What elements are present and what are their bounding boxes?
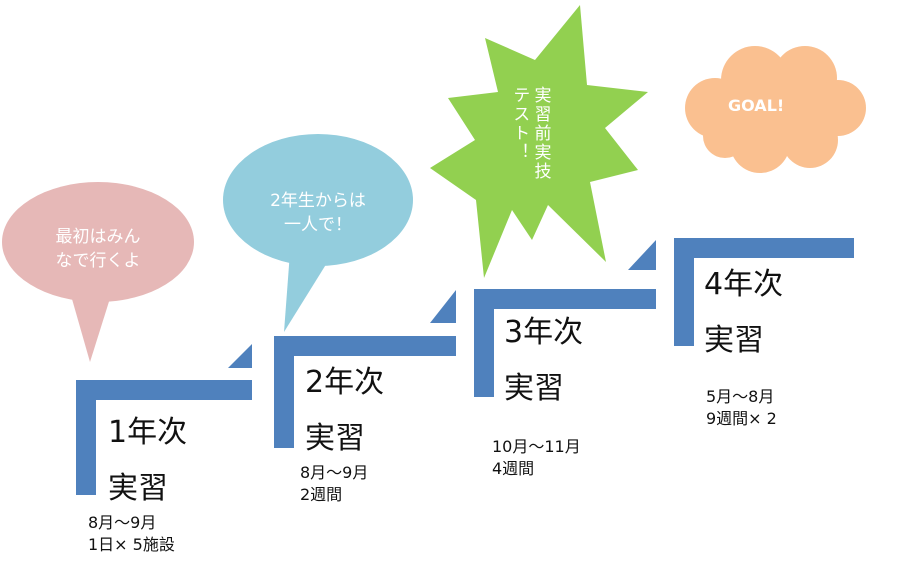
- step-4-top-bar: [674, 238, 854, 258]
- blue-bubble-line-1: 2年生からは: [270, 191, 366, 211]
- step-4-left-bar: [674, 238, 694, 346]
- orange-cloud: [685, 46, 866, 173]
- blue-bubble-line-2: 一人で！: [284, 214, 352, 235]
- burst-text-col-1: 実習前実技: [530, 86, 551, 181]
- step-3-bracket: [474, 289, 656, 397]
- pink-speech-bubble: [2, 182, 194, 362]
- step-4-label: 実習: [704, 323, 764, 358]
- step-3-left-bar: [474, 289, 494, 397]
- pink-bubble-line-1: 最初はみん: [55, 227, 141, 247]
- step-3-detail-line-1: 10月～11月: [492, 437, 581, 456]
- step-2-label: 実習: [305, 421, 365, 456]
- step-4-year: 4年次: [704, 267, 784, 302]
- step-3-detail: 10月～11月 4週間: [492, 436, 581, 479]
- step-2-year: 2年次: [305, 365, 385, 400]
- step-2-top-bar: [274, 336, 456, 356]
- pink-bubble-line-2: なで行くよ: [55, 250, 141, 271]
- burst-text-col-2: テスト！: [509, 86, 530, 162]
- goal-label: GOAL!: [728, 96, 785, 115]
- step-3-label: 実習: [504, 371, 564, 406]
- step-3-detail-line-2: 4週間: [492, 458, 535, 478]
- green-burst-shape: [430, 5, 648, 278]
- step-3-top-bar: [474, 289, 656, 309]
- step-2-detail-line-1: 8月～9月: [300, 463, 369, 482]
- blue-speech-bubble: [223, 134, 413, 332]
- step-2-detail: 8月～9月 2週間: [300, 462, 368, 505]
- step-2-left-bar: [274, 336, 294, 448]
- step-1-detail: 8月～9月 1日× 5施設: [88, 512, 175, 555]
- step-1-detail-line-2: 1日× 5施設: [88, 534, 175, 554]
- step-1-label: 実習: [108, 471, 168, 506]
- step-1-left-bar: [76, 380, 96, 495]
- step-2-detail-line-2: 2週間: [300, 484, 343, 504]
- step-3-year: 3年次: [504, 315, 584, 350]
- pink-bubble-text: 最初はみん なで行くよ: [30, 226, 166, 274]
- step-4-detail: 5月～8月 9週間× 2: [706, 386, 777, 429]
- step-1-bracket: [76, 380, 252, 495]
- step-1-year: 1年次: [108, 415, 188, 450]
- step-1-corner-triangle: [228, 344, 252, 368]
- blue-bubble-text: 2年生からは 一人で！: [248, 190, 388, 238]
- step-1-top-bar: [76, 380, 252, 400]
- step-2-corner-triangle: [430, 290, 456, 323]
- burst-text: 実習前実技テスト！: [508, 86, 551, 216]
- step-4-bracket: [674, 238, 854, 346]
- step-4-detail-line-1: 5月～8月: [706, 387, 775, 406]
- step-4-detail-line-2: 9週間× 2: [706, 408, 777, 428]
- step-2-bracket: [274, 336, 456, 448]
- step-3-corner-triangle: [628, 240, 656, 270]
- step-1-detail-line-1: 8月～9月: [88, 513, 157, 532]
